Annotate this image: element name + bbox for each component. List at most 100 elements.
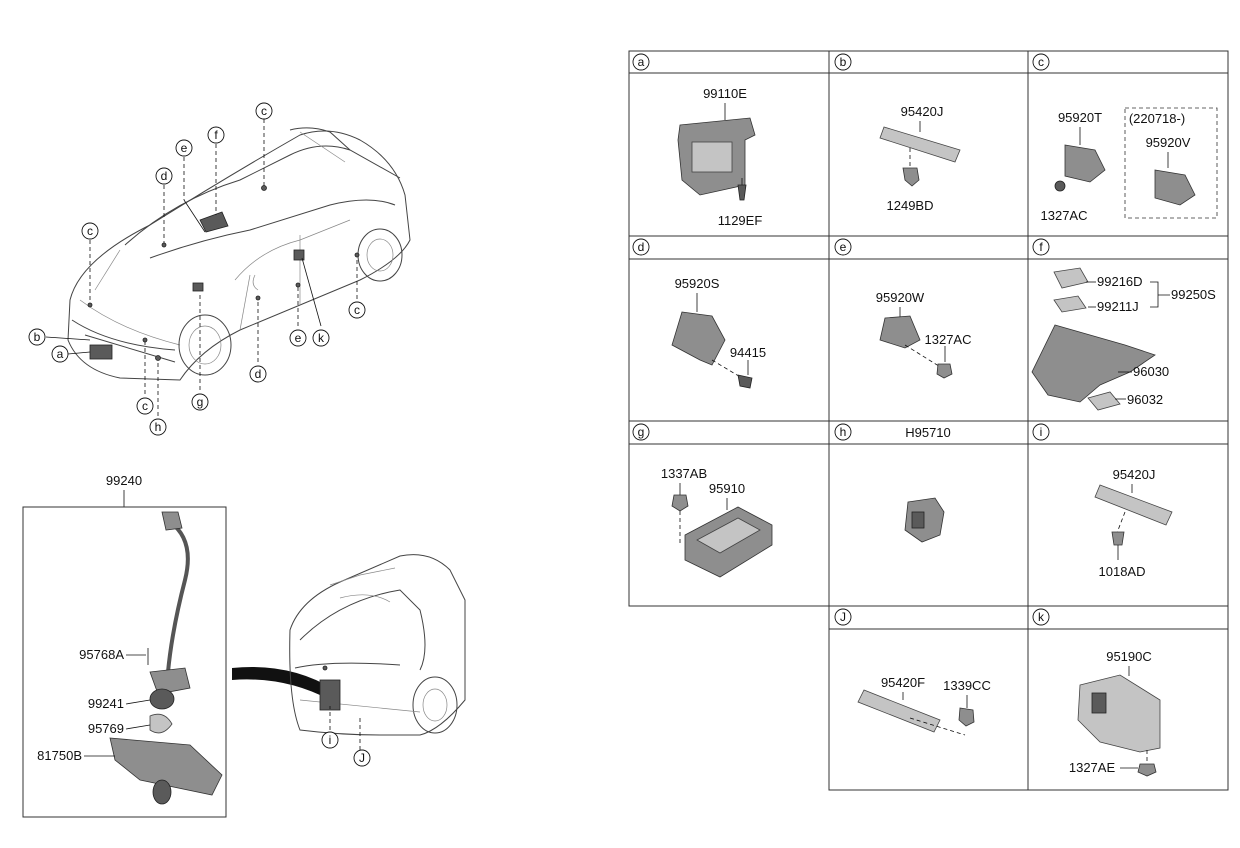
svg-text:1327AC: 1327AC	[925, 332, 972, 347]
callout-e-top: e	[175, 139, 193, 157]
door-sensor	[879, 315, 921, 349]
svg-text:95420J: 95420J	[901, 104, 944, 119]
rear-car-illustration	[289, 554, 466, 750]
svg-text:96032: 96032	[1127, 392, 1163, 407]
svg-text:1018AD: 1018AD	[1099, 564, 1146, 579]
svg-text:h: h	[155, 420, 162, 434]
svg-text:f: f	[214, 128, 218, 142]
svg-text:99216D: 99216D	[1097, 274, 1143, 289]
svg-text:c: c	[1038, 55, 1044, 69]
callout-c-right: c	[348, 301, 366, 319]
svg-text:d: d	[161, 169, 168, 183]
svg-text:95920S: 95920S	[675, 276, 720, 291]
camera-unit	[149, 667, 191, 695]
cell-f: f 99216D 99211J 99250S 96030 96032	[1031, 238, 1216, 411]
side-sensor	[671, 311, 726, 366]
svg-text:95420J: 95420J	[1113, 467, 1156, 482]
impact-sensor-v	[1154, 169, 1196, 206]
svg-text:i: i	[329, 733, 332, 747]
main-car-illustration	[67, 127, 411, 381]
svg-text:95769: 95769	[88, 721, 124, 736]
svg-text:95420F: 95420F	[881, 675, 925, 690]
impact-sensor-t	[1064, 144, 1106, 183]
callout-d-top: d	[155, 167, 173, 185]
callout-a: a	[51, 345, 69, 363]
parts-grid	[628, 50, 1229, 791]
svg-text:J: J	[359, 751, 365, 765]
svg-text:b: b	[840, 55, 847, 69]
gasket	[149, 713, 173, 734]
antenna-i	[1094, 484, 1173, 526]
svg-text:99110E: 99110E	[703, 86, 747, 101]
svg-text:b: b	[34, 330, 41, 344]
callout-d-bottom: d	[249, 365, 267, 383]
svg-text:a: a	[638, 55, 645, 69]
rear-callouts: i J	[321, 731, 371, 767]
svg-text:1249BD: 1249BD	[887, 198, 934, 213]
sensor-h	[904, 497, 945, 543]
svg-text:81750B: 81750B	[37, 748, 82, 763]
callout-b: b	[28, 328, 46, 346]
callout-c-bottom: c	[136, 397, 154, 415]
cell-d: d 95920S 94415	[632, 238, 766, 389]
callout-c-top: c	[255, 102, 273, 120]
svg-text:95190C: 95190C	[1106, 649, 1152, 664]
callout-g: g	[191, 393, 209, 411]
svg-text:k: k	[318, 331, 325, 345]
camera-group-title: 99240	[106, 473, 142, 488]
cell-e: e 95920W 1327AC	[834, 238, 972, 379]
camera-group: 99240 95768A 99241 95769 81750B	[22, 473, 227, 818]
pointer-arrow	[232, 666, 335, 700]
svg-text:1327AE: 1327AE	[1069, 760, 1116, 775]
cell-c: c 95920T 1327AC (220718-) 95920V	[1032, 53, 1218, 223]
callout-c-left: c	[81, 222, 99, 240]
svg-text:99211J: 99211J	[1097, 299, 1139, 314]
svg-text:99241: 99241	[88, 696, 124, 711]
main-leaders	[45, 119, 358, 416]
camera-cable	[166, 520, 190, 673]
svg-text:H95710: H95710	[905, 425, 951, 440]
svg-text:e: e	[181, 141, 188, 155]
svg-text:94415: 94415	[730, 345, 766, 360]
antenna-J	[857, 689, 941, 733]
callout-f: f	[207, 126, 225, 144]
svg-text:c: c	[87, 224, 93, 238]
callout-h: h	[149, 418, 167, 436]
camera-cover	[1031, 324, 1156, 403]
bracket	[109, 737, 223, 796]
svg-text:(220718-): (220718-)	[1129, 111, 1185, 126]
cell-h: h H95710	[834, 423, 951, 543]
svg-text:J: J	[840, 610, 846, 624]
svg-text:c: c	[142, 399, 148, 413]
main-callouts: c f e d c b a c h g d e k c	[28, 102, 366, 436]
svg-text:k: k	[1038, 610, 1045, 624]
cell-a: a 99110E 1129EF	[632, 53, 762, 228]
cell-k: k 95190C 1327AE	[1032, 608, 1161, 777]
callout-i: i	[321, 731, 339, 749]
svg-text:e: e	[295, 331, 302, 345]
svg-text:d: d	[638, 240, 645, 254]
svg-text:95768A: 95768A	[79, 647, 124, 662]
cell-i: i 95420J 1018AD	[1032, 423, 1173, 579]
cell-g: g 1337AB 95910	[632, 423, 773, 578]
callout-e-bottom: e	[289, 329, 307, 347]
antenna	[879, 126, 961, 163]
svg-text:i: i	[1040, 425, 1043, 439]
svg-text:d: d	[255, 367, 262, 381]
svg-text:95910: 95910	[709, 481, 745, 496]
svg-text:99250S: 99250S	[1171, 287, 1216, 302]
cell-b: b 95420J 1249BD	[834, 53, 961, 213]
svg-text:95920T: 95920T	[1058, 110, 1102, 125]
svg-text:g: g	[197, 395, 204, 409]
svg-text:c: c	[354, 303, 360, 317]
cell-J: J 95420F 1339CC	[834, 608, 991, 736]
svg-text:h: h	[840, 425, 847, 439]
svg-text:1339CC: 1339CC	[943, 678, 991, 693]
svg-text:95920V: 95920V	[1146, 135, 1191, 150]
callout-k: k	[312, 329, 330, 347]
callout-J: J	[353, 749, 371, 767]
svg-text:c: c	[261, 104, 267, 118]
svg-text:g: g	[638, 425, 645, 439]
svg-text:96030: 96030	[1133, 364, 1169, 379]
svg-text:1337AB: 1337AB	[661, 466, 707, 481]
